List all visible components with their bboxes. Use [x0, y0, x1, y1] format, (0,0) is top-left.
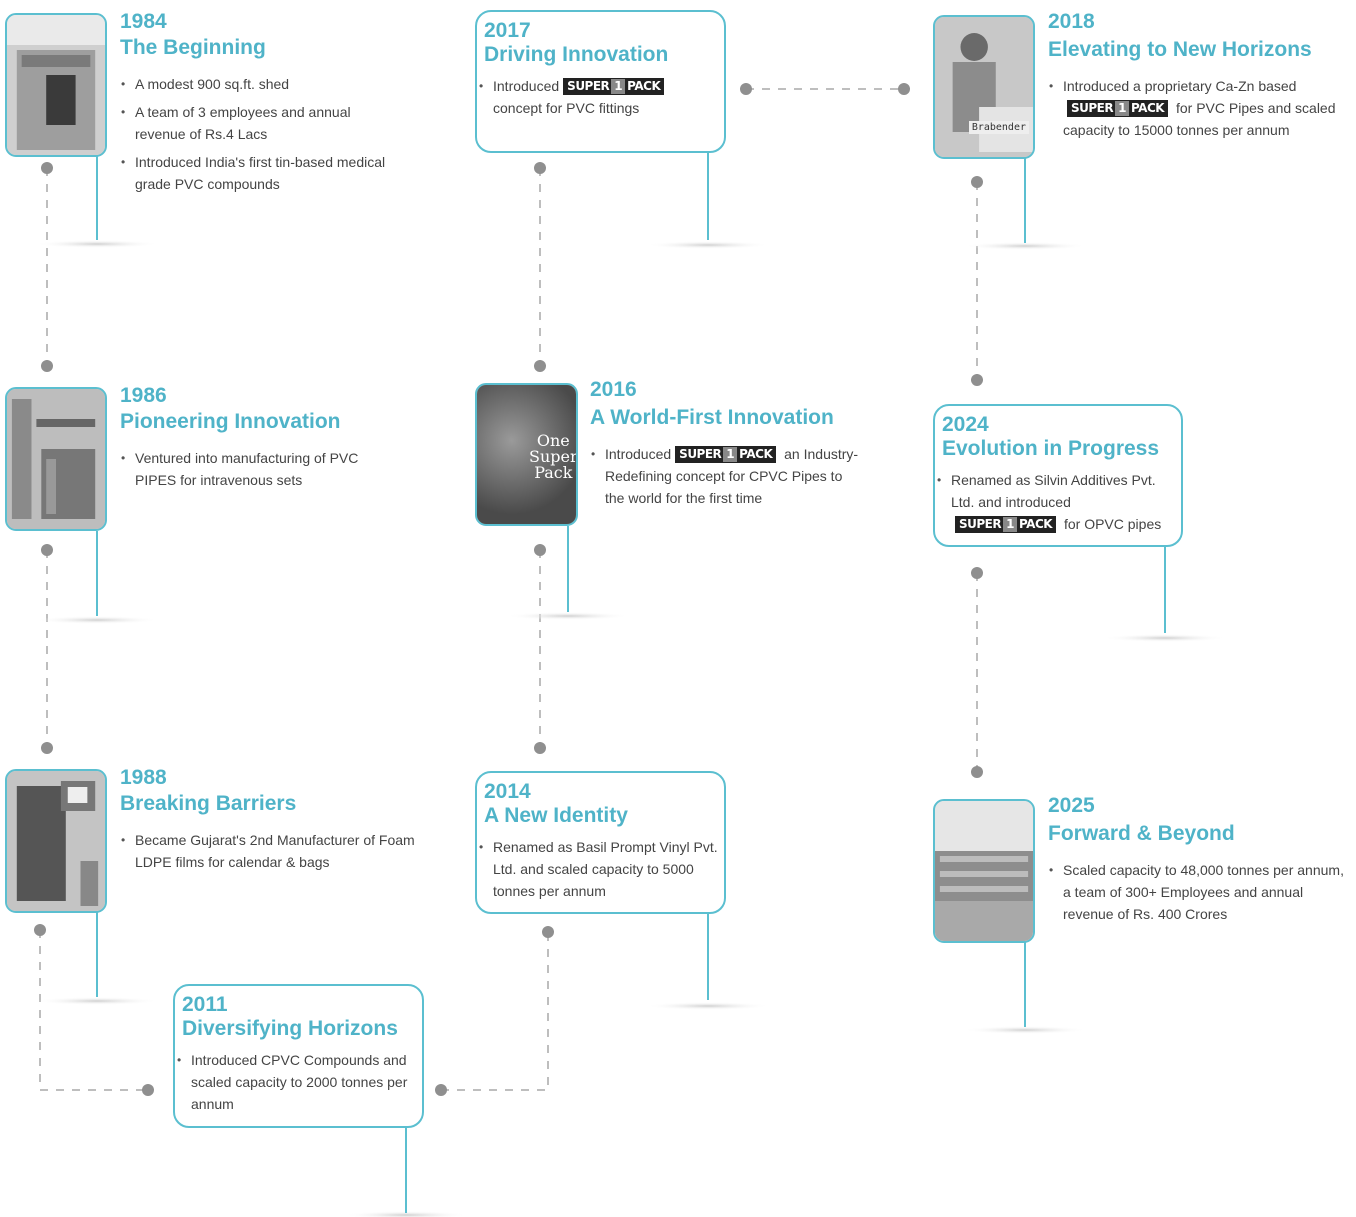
bullet-item: A team of 3 employees and annual revenue…	[120, 101, 390, 145]
milestone-bullets: Introduced a proprietary Ca-Zn based SUP…	[1048, 75, 1348, 147]
pack-text-line: Super	[529, 447, 578, 466]
milestone-title: Elevating to New Horizons	[1048, 38, 1312, 61]
milestone-title: Pioneering Innovation	[120, 410, 341, 433]
milestone-title: Diversifying Horizons	[182, 1017, 398, 1040]
milestone-bullets: A modest 900 sq.ft. shed A team of 3 emp…	[120, 73, 390, 201]
milestone-title: A World-First Innovation	[590, 406, 834, 429]
pack-text: One Super Pack	[529, 431, 578, 482]
badge-one: 1	[723, 447, 738, 462]
badge-right: PACK	[1018, 517, 1053, 531]
bullet-item: Renamed as Basil Prompt Vinyl Pvt. Ltd. …	[478, 836, 723, 902]
badge-right: PACK	[1130, 101, 1165, 115]
milestone-title: Breaking Barriers	[120, 792, 297, 815]
bullet-text: for OPVC pipes	[1063, 516, 1162, 532]
badge-left: SUPER	[679, 447, 722, 461]
milestone-bullets: Scaled capacity to 48,000 tonnes per ann…	[1048, 859, 1348, 931]
milestone-title: The Beginning	[120, 36, 266, 59]
pack-cover	[477, 385, 576, 524]
bullet-text: an Industry-Redefining concept for CPVC …	[605, 446, 859, 506]
badge-one: 1	[1003, 517, 1017, 532]
milestone-bullets: Ventured into manufacturing of PVC PIPES…	[120, 447, 390, 497]
shed-photo	[5, 13, 107, 157]
bullet-item: Scaled capacity to 48,000 tonnes per ann…	[1048, 859, 1348, 925]
milestone-year: 1986	[120, 384, 167, 407]
bullet-item: Ventured into manufacturing of PVC PIPES…	[120, 447, 390, 491]
badge-left: SUPER	[959, 517, 1002, 531]
milestone-title: Driving Innovation	[484, 43, 669, 66]
milestone-year: 2018	[1048, 10, 1095, 33]
bullet-text: Introduced	[493, 78, 560, 94]
bullet-item: Became Gujarat's 2nd Manufacturer of Foa…	[120, 829, 430, 873]
milestone-bullets: Renamed as Basil Prompt Vinyl Pvt. Ltd. …	[478, 836, 723, 908]
bullet-item: Introduced a proprietary Ca-Zn based SUP…	[1048, 75, 1348, 141]
bullet-item: Introduced India's first tin-based medic…	[120, 151, 390, 195]
bullet-item: Renamed as Silvin Additives Pvt. Ltd. an…	[936, 469, 1178, 535]
bullet-text: Introduced a proprietary Ca-Zn based	[1063, 78, 1297, 94]
milestone-year: 2017	[484, 19, 531, 42]
badge-right: PACK	[627, 79, 661, 93]
badge-one: 1	[611, 79, 626, 94]
badge-one: 1	[1115, 101, 1129, 116]
badge-left: SUPER	[567, 79, 610, 93]
bullet-text: concept for PVC fittings	[493, 100, 640, 116]
bullet-text: for PVC Pipes and scaled capacity to 150…	[1063, 100, 1336, 138]
pack-text-line: Pack	[534, 463, 573, 482]
badge-right: PACK	[739, 447, 773, 461]
milestone-title: Forward & Beyond	[1048, 822, 1235, 845]
badge-left: SUPER	[1071, 101, 1114, 115]
milestone-year: 2011	[182, 993, 228, 1016]
milestone-year: 2024	[942, 413, 989, 436]
milestone-year: 2025	[1048, 794, 1095, 817]
milestone-title: Evolution in Progress	[942, 437, 1160, 460]
machine-label: Brabender	[968, 121, 1029, 134]
bullet-item: Introduced CPVC Compounds and scaled cap…	[176, 1049, 416, 1115]
one-super-pack-image: One Super Pack	[475, 383, 578, 526]
milestone-year: 1988	[120, 766, 167, 789]
milestone-bullets: Renamed as Silvin Additives Pvt. Ltd. an…	[936, 469, 1178, 541]
factory-photo	[5, 387, 107, 531]
milestone-title: A New Identity	[484, 804, 628, 827]
pack-text-line: One	[536, 431, 570, 450]
milestone-bullets: Became Gujarat's 2nd Manufacturer of Foa…	[120, 829, 430, 879]
milestone-year: 2016	[590, 378, 637, 401]
bullet-text: Renamed as Silvin Additives Pvt. Ltd. an…	[951, 472, 1156, 510]
bullet-text: Introduced	[605, 446, 672, 462]
worker-photo: Brabender	[933, 15, 1035, 159]
milestone-bullets: Introduced CPVC Compounds and scaled cap…	[176, 1049, 416, 1121]
bullet-item: A modest 900 sq.ft. shed	[120, 73, 390, 95]
building-photo	[933, 799, 1035, 943]
machine-photo	[5, 769, 107, 913]
milestone-year: 2014	[484, 780, 531, 803]
milestone-year: 1984	[120, 10, 167, 33]
